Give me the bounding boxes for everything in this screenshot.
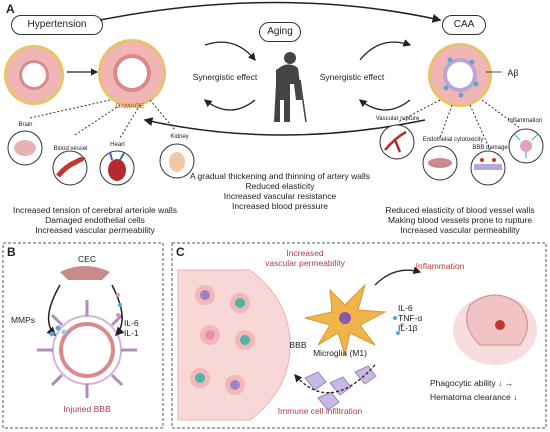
bbb-damage-icon xyxy=(470,150,506,186)
bbb-damage-label: BBB damage xyxy=(472,145,508,151)
inflamed-brain-icon xyxy=(453,294,537,365)
synergy-arrow-right-bottom xyxy=(358,99,411,111)
cytokine-labels: IL-6 TNF-α IL-1β xyxy=(398,303,423,333)
vessel-left xyxy=(4,45,64,105)
increased-permeability-label: Increased vascular permeability xyxy=(265,248,345,268)
panel-a-letter: A xyxy=(6,2,15,16)
il1-label-b: IL-1 xyxy=(124,328,139,338)
organ-kidney-label: Kidney xyxy=(170,134,189,140)
panel-c-box xyxy=(171,242,547,429)
endothelial-label: Endothelial cytotoxicity xyxy=(422,137,484,143)
aging-label: Aging xyxy=(259,22,301,42)
inflammation-icon xyxy=(508,128,544,164)
il6-label-b: IL-6 xyxy=(124,318,139,328)
arch-arrow-top xyxy=(99,1,442,23)
microglia-cytokine-dots xyxy=(393,316,404,335)
bbb-label-c: BBB xyxy=(289,340,307,350)
organ-dashed-links xyxy=(29,99,176,139)
organ-heart-icon xyxy=(99,150,135,186)
immune-infiltration-label: Immune cell infiltration xyxy=(277,406,363,416)
damage-label: DAMAGE xyxy=(115,103,145,110)
inflammation-label-a: Inflammation xyxy=(507,118,543,124)
vessel-damaged xyxy=(98,39,166,107)
endothelial-cytotoxicity-icon xyxy=(422,145,458,181)
il-arrow xyxy=(111,284,125,337)
organ-brain-label: Brain xyxy=(18,122,33,128)
microglia-label: Microglia (M1) xyxy=(313,348,367,358)
hypertension-label: Hypertension xyxy=(11,15,103,35)
right-effects-text: Reduced elasticity of blood vessel walls… xyxy=(385,205,535,235)
left-effects-text: Increased tension of cerebral arteriole … xyxy=(13,205,177,235)
inflammation-label-c: Inflammation xyxy=(415,261,465,271)
blood-cells xyxy=(190,285,255,395)
synergistic-label-left: Synergistic effect xyxy=(192,72,258,82)
organ-heart-label: Heart xyxy=(110,142,125,148)
cec-label: CEC xyxy=(78,254,96,264)
caa-dashed-links xyxy=(397,99,521,151)
vascular-rupture-label: Vascular rupture xyxy=(375,116,420,122)
organ-blood-vessel-label: Blood vessel xyxy=(53,146,88,152)
cytokine-dots xyxy=(116,293,122,317)
phagocytic-label: Phagocytic ability ↓ → xyxy=(430,378,514,388)
organ-blood-vessel-icon xyxy=(52,150,88,186)
vessel-caa xyxy=(428,43,492,107)
synergy-arrow-right-top xyxy=(359,39,412,61)
synergistic-label-right: Synergistic effect xyxy=(319,72,385,82)
mmps-label: MMPs xyxy=(10,315,36,325)
microglia-cell xyxy=(304,283,387,357)
hematoma-label: Hematoma clearance ↓ xyxy=(430,392,518,402)
abeta-label: Aβ xyxy=(507,68,519,78)
injured-bbb-label: Injuried BBB xyxy=(63,404,111,414)
injured-bbb-vessel xyxy=(37,300,137,398)
mmp-dots xyxy=(49,325,67,337)
elderly-person-icon xyxy=(274,52,307,123)
synergy-arrow-left-bottom xyxy=(203,99,256,111)
panel-b-letter: B xyxy=(7,245,16,259)
panel-c-letter: C xyxy=(176,245,185,259)
immune-cells xyxy=(304,365,377,411)
panel-b-box xyxy=(2,242,164,429)
organ-brain-icon xyxy=(7,130,43,166)
immune-infiltration-arrow xyxy=(294,364,376,394)
vascular-rupture-icon xyxy=(379,124,415,160)
cec-cell xyxy=(60,266,110,280)
center-effects-text: A gradual thickening and thinning of art… xyxy=(189,171,371,211)
inflammation-arrow xyxy=(374,266,422,286)
synergy-arrow-left-top xyxy=(204,41,256,62)
arch-arrow-bottom xyxy=(143,117,426,136)
organ-kidney-icon xyxy=(159,143,195,179)
vessel-lumen xyxy=(177,269,291,421)
caa-label: CAA xyxy=(442,15,486,35)
